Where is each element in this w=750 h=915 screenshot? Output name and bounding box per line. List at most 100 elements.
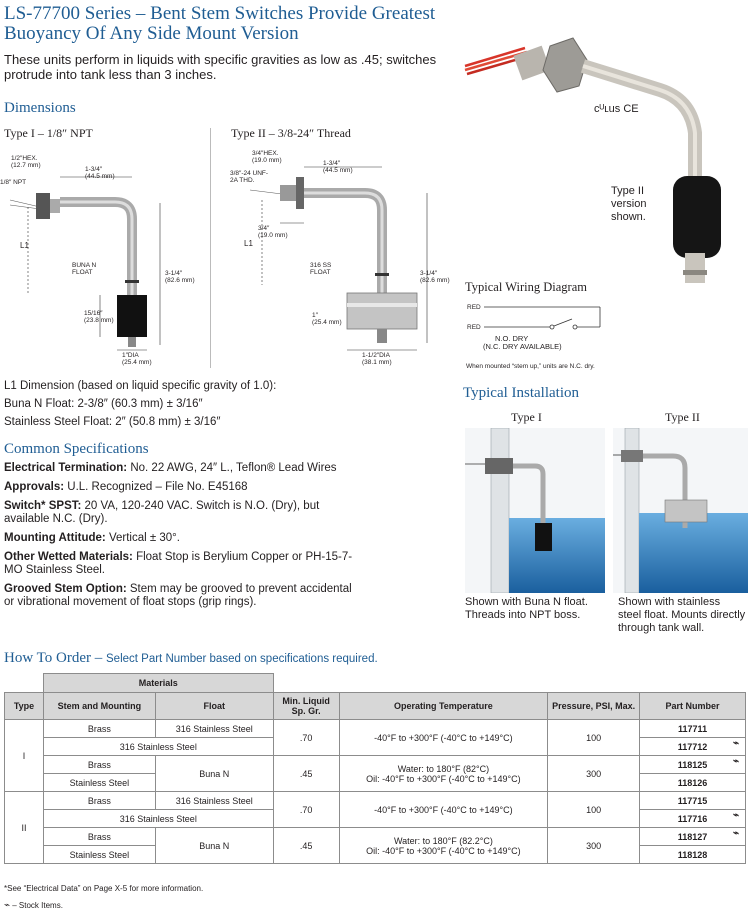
l1-ss: Stainless Steel Float: 2″ (50.8 mm) ± 3/… [4,416,221,428]
intro-line-2: protrude into tank less than 3 inches. [4,67,217,82]
sg-cell: .45 [272,755,340,792]
t1-floatlen-label: 15/16″(23.8 mm) [84,310,114,324]
t2-dia-mm: (38.1 mm) [362,359,392,366]
spec-label: Electrical Termination: [4,462,128,474]
stem-cell: Brass [42,719,156,738]
install-t2-cap-2: steel float. Mounts directly [618,609,746,621]
wire-red-2: RED [467,324,481,331]
t2-dia-label: 1-1/2″DIA(38.1 mm) [362,352,392,366]
float-cell: Buna N [154,827,274,864]
type1-drawing [9,176,161,351]
wiring-heading: Typical Wiring Diagram [465,280,587,294]
stem-cell: Brass [42,827,156,846]
t2-hex-mm: (19.0 mm) [252,157,282,164]
float-cell: 316 Stainless Steel [154,791,274,810]
part-number: 117716 [677,813,708,824]
temp-line-2: Oil: -40°F to +300°F (-40°C to +149°C) [366,773,521,784]
pressure-cell: 100 [547,791,641,828]
t2-floatlen-label: 1″(25.4 mm) [312,312,342,326]
t1-horiz-label: 1-3/4″(44.5 mm) [85,166,115,180]
t2-horiz-label: 1-3/4″(44.5 mm) [323,160,353,174]
part-number-cell: 117711 [639,719,746,738]
part-number-cell: 117712⌁ [639,737,746,756]
photo-caption-line-1: Type II [611,185,645,197]
part-number-cell: 118127⌁ [639,827,746,846]
spec-item: Electrical Termination: No. 22 AWG, 24″ … [4,462,356,475]
table-row: I Brass 316 Stainless Steel .70 -40°F to… [4,719,746,792]
float-header: Float [154,692,274,720]
install-type1-illustration [465,428,605,593]
t1-dia-label: 1″DIA(25.4 mm) [122,352,152,366]
stem-cell: Brass [42,755,156,774]
type-cell: II [4,791,44,864]
specs-list: Electrical Termination: No. 22 AWG, 24″ … [4,462,356,615]
part-number-cell: 117715 [639,791,746,810]
t2-hex: 3/4″HEX. [252,150,279,157]
t1-float: BUNA N [72,262,97,269]
type-cell: I [4,719,44,792]
install-t2-cap-1: Shown with stainless [618,596,721,608]
t2-thread-1: 3/8″-24 UNF- [230,170,269,177]
pressure-header: Pressure, PSI, Max. [547,692,641,720]
temp-cell: Water: to 180°F (82°C)Oil: -40°F to +300… [338,755,549,792]
table-row: Stainless Steel 118128 [5,845,746,864]
t2-thread-label: 3/8″-24 UNF-2A THD. [230,170,268,184]
t2-horiz: 1-3/4″ [323,160,341,167]
table-row: Stainless Steel 118126 [5,773,746,792]
footnote-stock: ⌁ – Stock Items. [4,900,63,911]
stock-icon: ⌁ [4,900,11,911]
install-t1-cap-1: Shown with Buna N float. [465,596,588,608]
t1-float-len: 15/16″ [84,310,103,317]
wire-red-1: RED [467,304,481,311]
pressure-cell: 300 [547,755,641,792]
photo-caption: Type II version shown. [611,185,646,224]
sg-cell: .45 [272,827,340,864]
float-cell: Buna N [154,755,274,792]
type2-drawing [249,166,428,351]
order-subheading: Select Part Number based on specificatio… [106,653,378,665]
install-type1-caption: Shown with Buna N float. Threads into NP… [465,596,588,622]
part-number-cell: 118125⌁ [639,755,746,774]
temp-cell: Water: to 180°F (82.2°C)Oil: -40°F to +3… [338,827,549,864]
part-number-cell: 118128 [639,845,746,864]
table-row: 316 Stainless Steel 117716⌁ [5,809,746,828]
t1-float-len-mm: (23.8 mm) [84,317,114,324]
wire-nc-dry: (N.C. DRY AVAILABLE) [483,342,562,351]
ul-ce-icon: cᵁʟus CE [594,103,639,115]
stock-icon: ⌁ [732,828,739,839]
spec-item: Switch* SPST: 20 VA, 120-240 VAC. Switch… [4,500,356,526]
t1-vert: 3-1/4″ [165,270,183,277]
table-row: 316 Stainless Steel 117712⌁ [5,737,746,756]
spec-text: No. 22 AWG, 24″ L., Teflon® Lead Wires [127,462,337,474]
photo-caption-line-3: shown. [611,211,646,223]
intro-line-1: These units perform in liquids with spec… [4,52,437,67]
stem-float-cell: 316 Stainless Steel [42,737,274,756]
part-number: 118126 [677,777,708,788]
spec-item: Mounting Attitude: Vertical ± 30°. [4,532,356,545]
t1-dia-mm: (25.4 mm) [122,359,152,366]
t2-float: 316 SS [310,262,332,269]
install-type2-illustration [613,428,748,593]
t2-threadlen-label: 3/4″(19.0 mm) [258,225,288,239]
product-photo [464,37,721,283]
pressure-cell: 100 [547,719,641,756]
stock-icon: ⌁ [732,756,739,767]
float-icon [673,176,721,258]
part-number-cell: 117716⌁ [639,809,746,828]
intro-text: These units perform in liquids with spec… [4,52,436,82]
page-title: LS-77700 Series – Bent Stem Switches Pro… [4,4,435,44]
spec-item: Approvals: U.L. Recognized – File No. E4… [4,481,356,494]
spec-text: 20 VA, 120-240 VAC. Switch is N.O. (Dry)… [4,500,320,525]
table-row: II Brass 316 Stainless Steel .70 -40°F t… [4,791,746,864]
t1-vert-label: 3-1/4″(82.6 mm) [165,270,195,284]
wiring-diagram [484,306,601,330]
t1-vert-mm: (82.6 mm) [165,277,195,284]
photo-caption-line-2: version [611,198,647,210]
install-t1-cap-2: Threads into NPT boss. [465,609,581,621]
temp-line-2: Oil: -40°F to +300°F (-40°C to +149°C) [366,845,521,856]
temp-line-1: Water: to 180°F (82.2°C) [393,835,493,846]
spec-text: Float Stop is Berylium Copper or PH-15-7… [4,551,353,576]
l1-notes: L1 Dimension (based on liquid specific g… [4,377,276,431]
float-cell: 316 Stainless Steel [154,719,274,738]
dimensions-heading: Dimensions [4,100,76,116]
